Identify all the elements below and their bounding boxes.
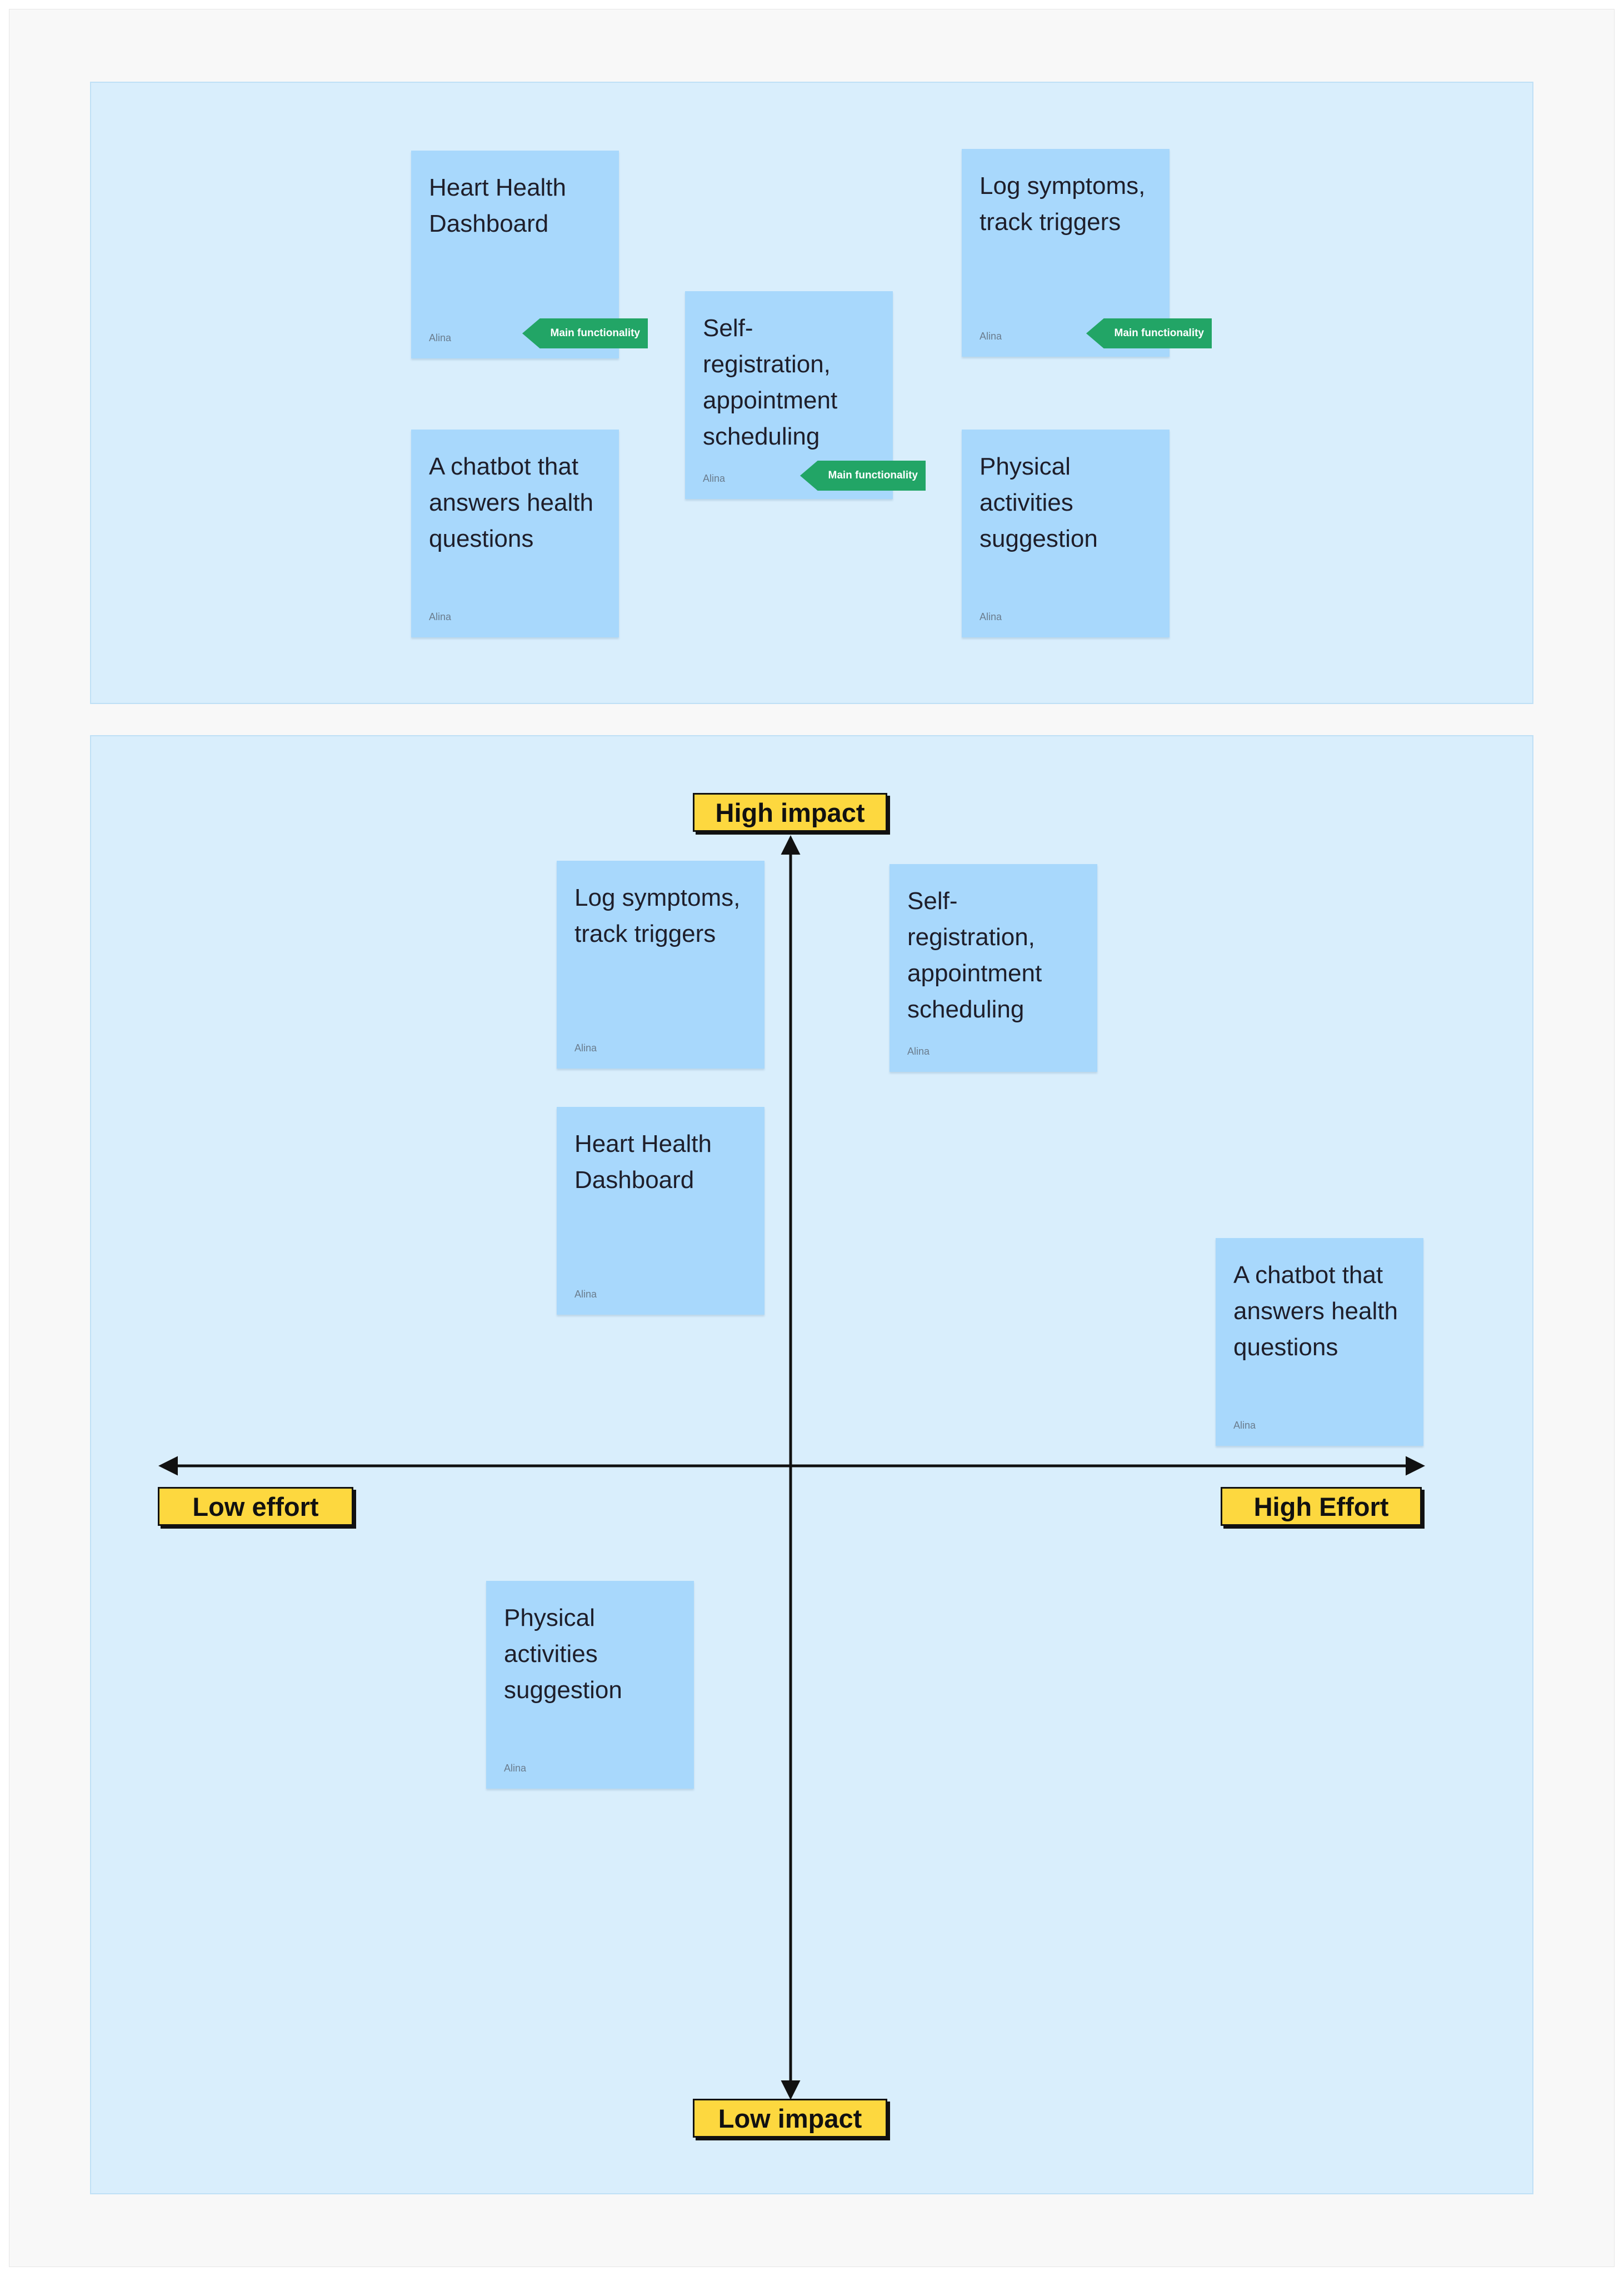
sticky-text: Heart Health Dashboard <box>429 174 567 237</box>
sticky-author: Alina <box>980 611 1002 622</box>
sticky-note-heart-dashboard[interactable]: Heart Health Dashboard Alina <box>557 1107 764 1315</box>
sticky-author: Alina <box>907 1046 930 1057</box>
sticky-author: Alina <box>429 332 452 343</box>
sticky-text: Physical activities suggestion <box>504 1604 622 1704</box>
main-functionality-tag[interactable]: Main functionality <box>522 318 648 348</box>
sticky-note-physical-activities[interactable]: Physical activities suggestion Alina <box>486 1581 694 1789</box>
sticky-author: Alina <box>703 473 726 484</box>
axis-label-high-effort[interactable]: High Effort <box>1221 1487 1422 1526</box>
sticky-note-log-symptoms[interactable]: Log symptoms, track triggers Alina <box>962 149 1170 357</box>
sticky-note-log-symptoms[interactable]: Log symptoms, track triggers Alina <box>557 861 764 1069</box>
sticky-author: Alina <box>574 1289 597 1300</box>
sticky-note-physical-activities[interactable]: Physical activities suggestion Alina <box>962 430 1170 637</box>
sticky-text: Self- registration, appointment scheduli… <box>907 887 1042 1023</box>
sticky-text: A chatbot that answers health questions <box>429 453 593 552</box>
sticky-author: Alina <box>980 331 1002 342</box>
sticky-text: A chatbot that answers health questions <box>1233 1261 1398 1361</box>
sticky-text: Log symptoms, track triggers <box>574 884 741 947</box>
sticky-text: Self- registration, appointment scheduli… <box>703 315 838 450</box>
main-functionality-tag[interactable]: Main functionality <box>1086 318 1212 348</box>
axis-label-low-effort[interactable]: Low effort <box>158 1487 353 1526</box>
sticky-note-self-registration[interactable]: Self- registration, appointment scheduli… <box>890 864 1097 1072</box>
sticky-text: Heart Health Dashboard <box>574 1130 712 1194</box>
sticky-author: Alina <box>574 1042 597 1054</box>
axis-label-high-impact[interactable]: High impact <box>693 793 887 832</box>
axis-label-low-impact[interactable]: Low impact <box>693 2099 887 2138</box>
sticky-note-chatbot[interactable]: A chatbot that answers health questions … <box>1216 1238 1423 1446</box>
main-functionality-tag[interactable]: Main functionality <box>800 461 926 491</box>
sticky-note-chatbot[interactable]: A chatbot that answers health questions … <box>411 430 619 637</box>
sticky-text: Log symptoms, track triggers <box>980 172 1146 236</box>
sticky-author: Alina <box>1233 1420 1256 1431</box>
sticky-author: Alina <box>504 1763 527 1774</box>
sticky-author: Alina <box>429 611 452 622</box>
sticky-text: Physical activities suggestion <box>980 453 1098 552</box>
